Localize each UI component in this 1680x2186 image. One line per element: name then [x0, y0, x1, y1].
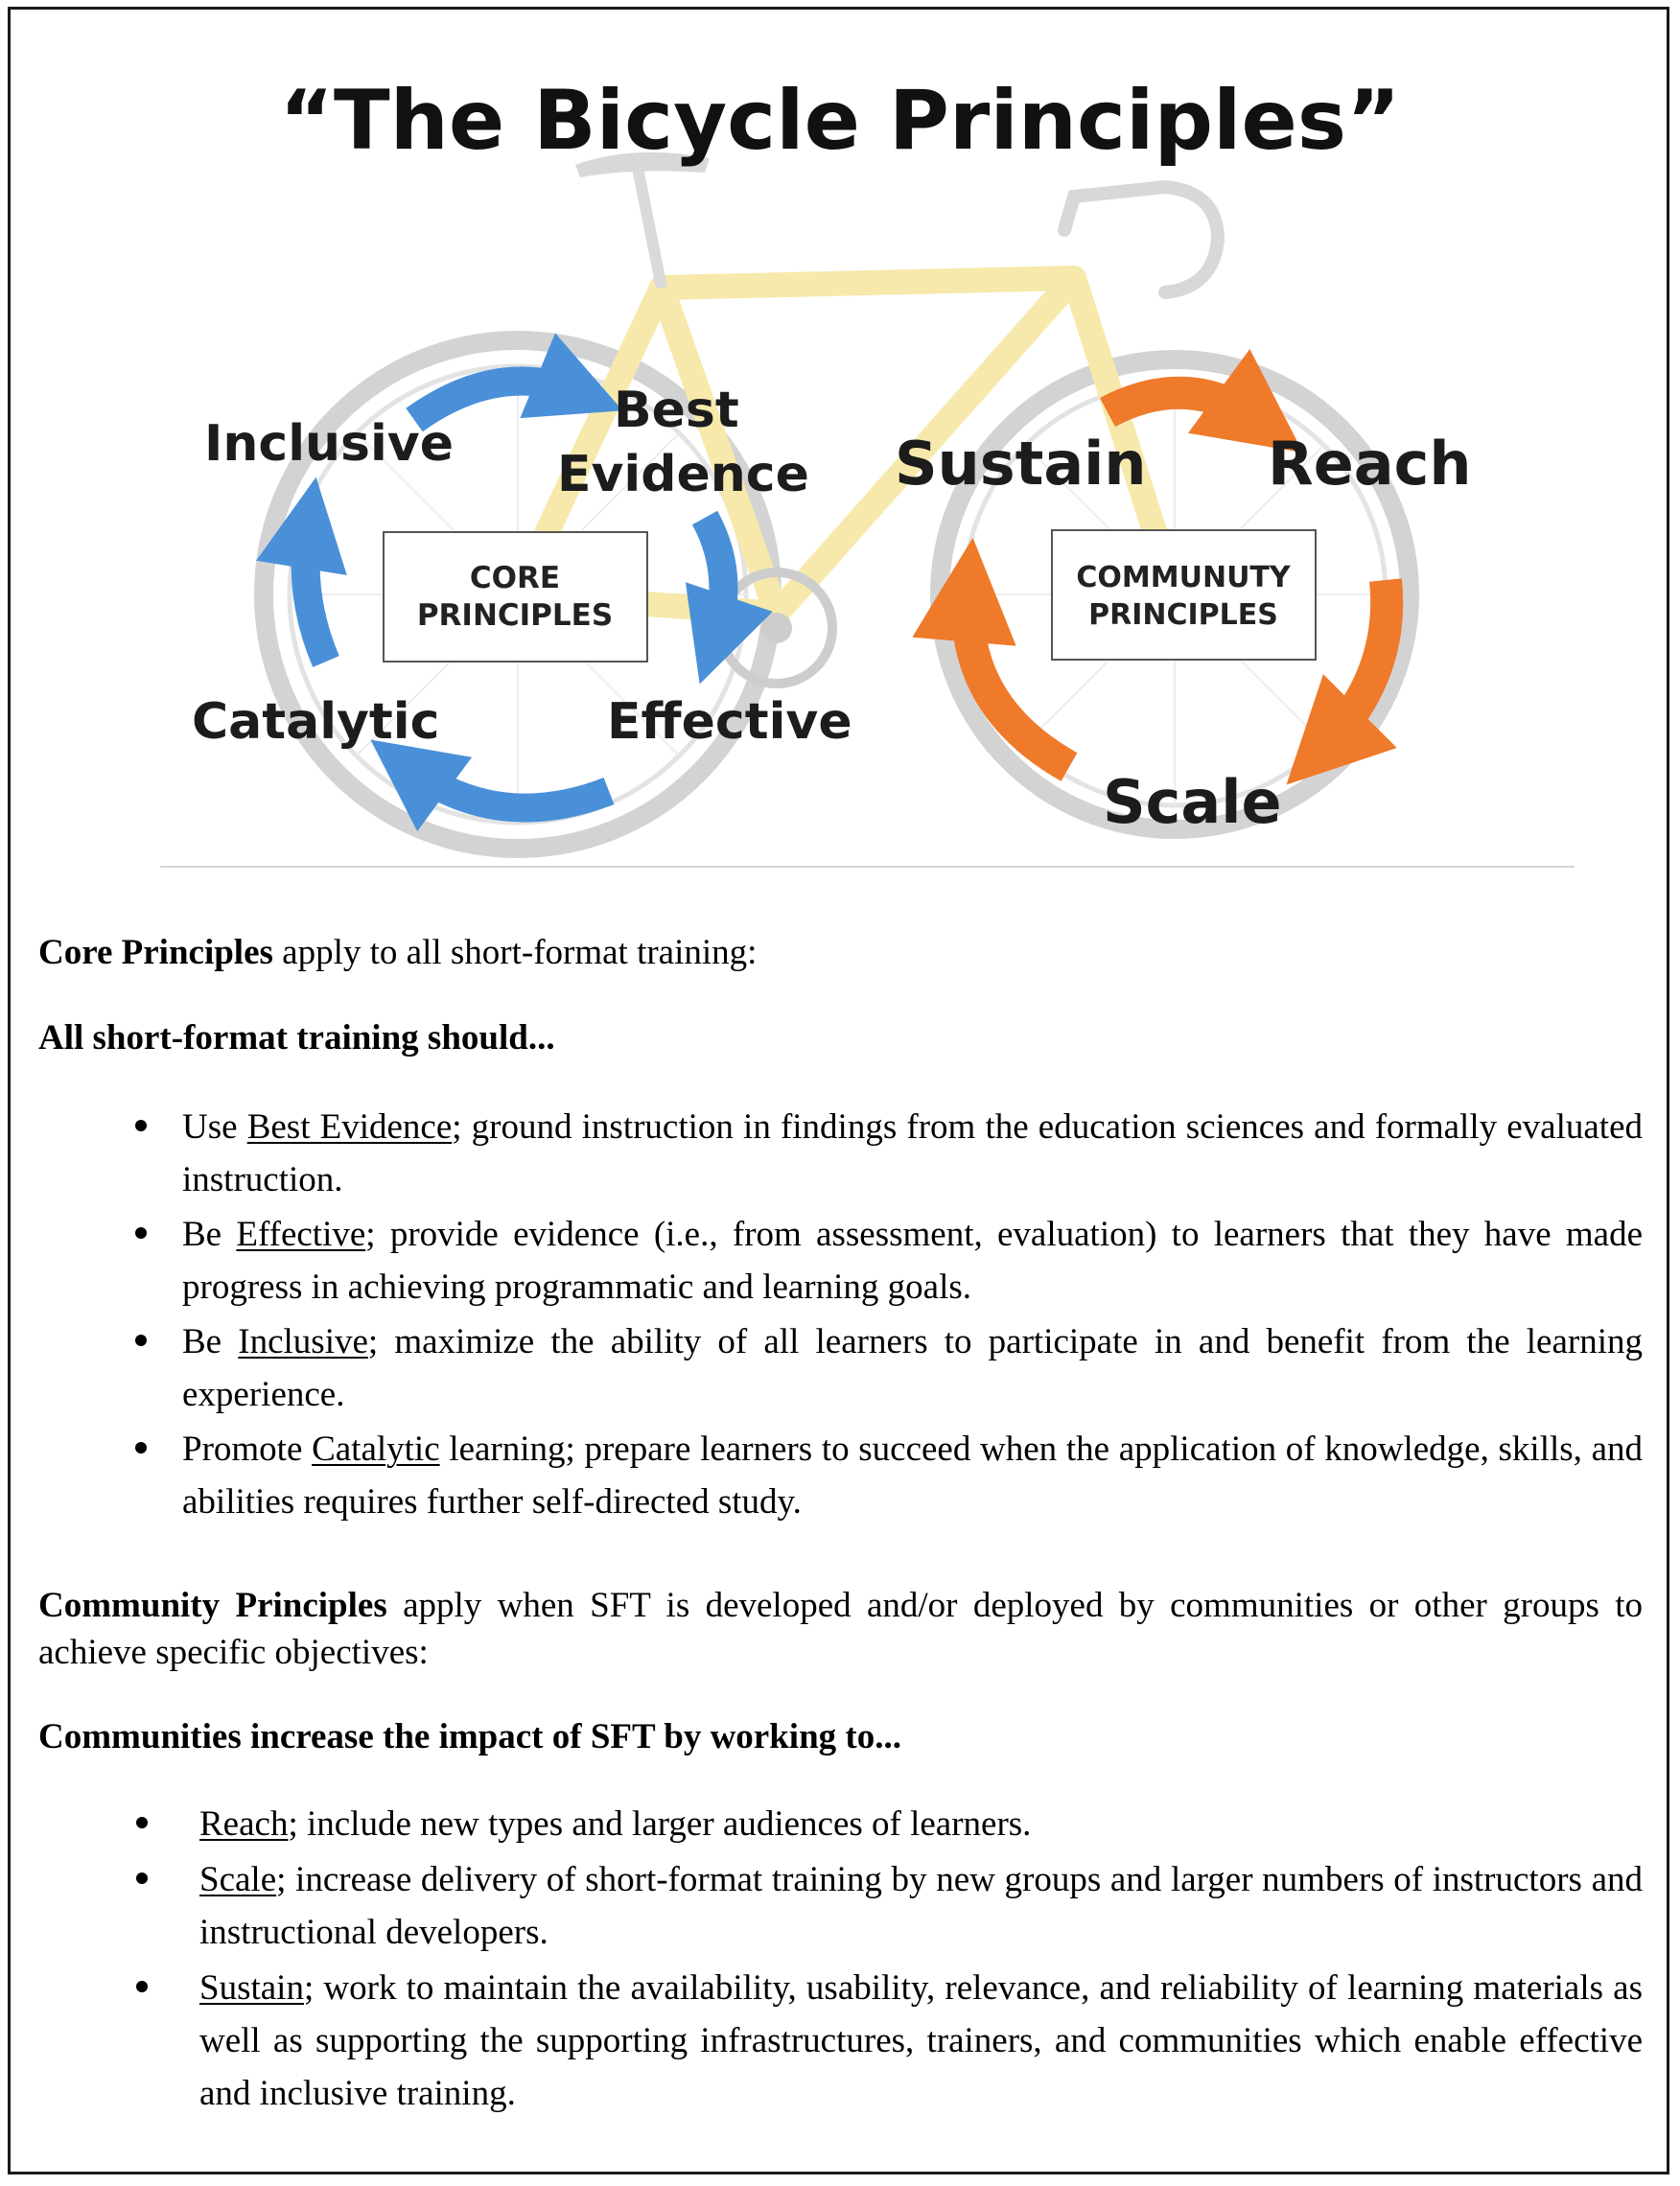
community-lead-text: Communities increase the impact of SFT b…: [38, 1717, 901, 1756]
figure-divider: [160, 866, 1575, 868]
community-intro-bold: Community Principles: [38, 1586, 387, 1625]
core-intro-rest: apply to all short-format training:: [272, 933, 758, 972]
core-lead: All short-format training should...: [38, 1012, 1643, 1064]
bullet-dot: [135, 1442, 147, 1453]
core-arrow-evidence-to-effective: [685, 510, 773, 685]
community-principles-section: Community Principles apply when SFT is d…: [38, 1582, 1643, 2120]
bullet-pre: Be: [182, 1322, 239, 1361]
core-bullet-list: Use Best Evidence; ground instruction in…: [38, 1101, 1643, 1528]
core-bullet-effective: Be Effective; provide evidence (i.e., fr…: [135, 1208, 1644, 1314]
bullet-term: Sustain: [199, 1968, 304, 2008]
community-box-line-2: PRINCIPLES: [1088, 598, 1278, 632]
community-principles-box: [1051, 529, 1317, 661]
bullet-dot: [135, 1335, 147, 1346]
core-intro: Core Principles apply to all short-forma…: [38, 926, 1643, 979]
bullet-term: Catalytic: [312, 1430, 440, 1469]
saddle: [575, 151, 710, 177]
label-catalytic: Catalytic: [192, 693, 439, 751]
page-frame: [8, 7, 1669, 2174]
handlebar: [1058, 179, 1225, 299]
core-lead-text: All short-format training should...: [38, 1018, 555, 1058]
crank: [761, 613, 792, 643]
community-intro: Community Principles apply when SFT is d…: [38, 1582, 1643, 1676]
core-arrow-catalytic-to-inclusive: [256, 477, 347, 667]
community-bullet-sustain: Sustain; work to maintain the availabili…: [136, 1962, 1643, 2120]
bullet-post: ; ground instruction in findings from th…: [182, 1107, 1644, 1199]
label-best: Best: [614, 382, 739, 439]
seat-post: [632, 166, 667, 290]
label-scale: Scale: [1103, 767, 1282, 837]
bullet-dot: [136, 1872, 148, 1884]
bullet-dot: [135, 1227, 147, 1239]
bullet-post: ; work to maintain the availability, usa…: [199, 1968, 1643, 2113]
bullet-pre: Be: [182, 1215, 237, 1254]
label-sustain: Sustain: [895, 429, 1147, 499]
bullet-pre: Use: [182, 1107, 247, 1147]
bullet-post: ; include new types and larger audiences…: [288, 1804, 1032, 1844]
community-arrow-scale-to-sustain: [912, 537, 1078, 781]
bullet-dot: [136, 1817, 148, 1828]
community-box-line-1: COMMUNUTY: [1076, 561, 1292, 594]
label-evidence: Evidence: [557, 446, 809, 503]
core-principles-box: [383, 531, 648, 663]
bullet-term: Reach: [199, 1804, 289, 1844]
bicycle-diagram: “The Bicycle Principles” CORE PRINCIPLES…: [192, 73, 1472, 858]
core-arrow-effective-to-catalytic: [370, 739, 615, 832]
bullet-post: ; maximize the ability of all learners t…: [182, 1322, 1643, 1414]
community-arrow-sustain-to-reach: [1100, 348, 1303, 453]
bicycle-principles-figure: “The Bicycle Principles” CORE PRINCIPLES…: [0, 0, 1680, 882]
bullet-term: Inclusive: [238, 1322, 368, 1361]
bullet-term: Best Evidence: [246, 1107, 453, 1147]
core-principles-section: Core Principles apply to all short-forma…: [38, 926, 1643, 1528]
figure-title: “The Bicycle Principles”: [279, 73, 1400, 169]
bullet-dot: [136, 1981, 148, 1992]
core-box-line-2: PRINCIPLES: [417, 598, 613, 633]
core-arrow-inclusive-to-best: [406, 333, 623, 432]
label-reach: Reach: [1268, 429, 1472, 499]
community-intro-rest: apply when SFT is developed and/or deplo…: [38, 1586, 1643, 1672]
bullet-term: Effective: [236, 1215, 366, 1254]
core-principles-cycle: [256, 333, 773, 832]
bullet-term: Scale: [199, 1860, 277, 1899]
bullet-post: ; increase delivery of short-format trai…: [199, 1860, 1643, 1952]
community-lead: Communities increase the impact of SFT b…: [38, 1710, 1643, 1763]
bullet-post: ; provide evidence (i.e., from assessmen…: [182, 1215, 1644, 1307]
community-bullet-reach: Reach; include new types and larger audi…: [136, 1798, 1643, 1850]
bullet-pre: Promote: [182, 1430, 313, 1469]
community-bullet-list: Reach; include new types and larger audi…: [38, 1798, 1643, 2120]
community-principles-cycle: [912, 348, 1404, 785]
core-intro-bold: Core Principles: [38, 933, 273, 972]
bullet-dot: [135, 1120, 147, 1131]
bullet-post: learning; prepare learners to succeed wh…: [182, 1430, 1644, 1522]
label-inclusive: Inclusive: [204, 415, 454, 473]
core-box-line-1: CORE: [470, 561, 560, 595]
label-effective: Effective: [607, 693, 852, 751]
community-arrow-reach-to-scale: [1286, 578, 1404, 785]
community-bullet-scale: Scale; increase delivery of short-format…: [136, 1853, 1643, 1959]
core-bullet-catalytic: Promote Catalytic learning; prepare lear…: [135, 1423, 1644, 1528]
core-bullet-inclusive: Be Inclusive; maximize the ability of al…: [135, 1315, 1643, 1421]
core-bullet-best-evidence: Use Best Evidence; ground instruction in…: [135, 1101, 1644, 1206]
